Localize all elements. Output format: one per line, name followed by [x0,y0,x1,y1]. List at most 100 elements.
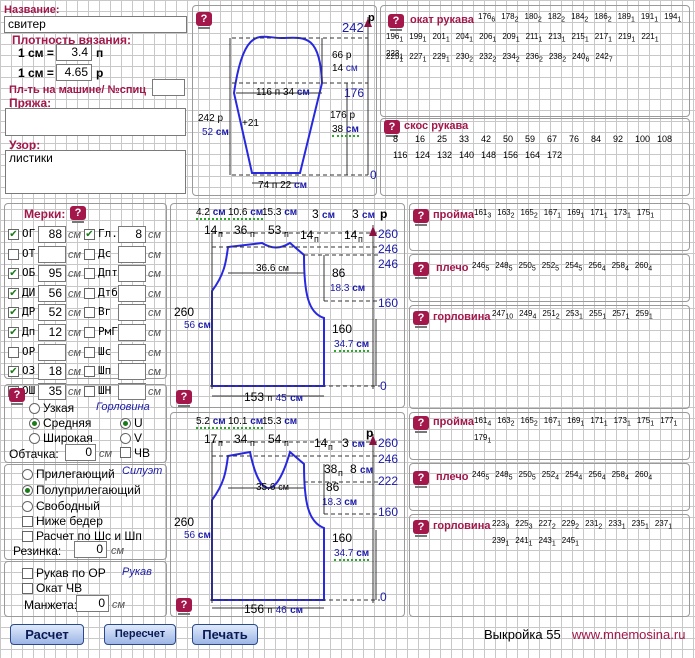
merki-right-input[interactable]: 8 [118,226,146,243]
back-t1-unit: см [322,210,335,221]
merki-right-input[interactable] [118,304,146,322]
seq-item: 2041 [456,30,473,47]
neck-narrow-radio[interactable] [29,403,40,414]
sil-loose-radio[interactable] [22,501,33,512]
row-density-input[interactable]: 4.65 [56,64,92,81]
name-input[interactable]: свитер [4,16,187,33]
merki-left-input[interactable] [38,245,66,263]
skos-help-icon[interactable]: ? [384,120,400,137]
seq-item: 2584 [612,259,629,276]
merki-left-checkbox[interactable]: ✔ [8,327,19,338]
back-proima-help-icon[interactable]: ? [413,209,429,226]
okat-chv-checkbox[interactable] [22,583,33,594]
front-w54-unit: п [284,438,289,448]
merki-left-input[interactable]: 88 [38,226,66,243]
cuff-input[interactable]: 0 [76,595,109,612]
neck-help-icon[interactable]: ? [9,388,25,405]
neck-mid-radio[interactable] [29,418,40,429]
back-help-icon[interactable]: ? [176,390,192,407]
merki-right-input[interactable] [118,245,146,263]
skos-value: 156 [503,150,519,160]
okat-help-icon[interactable]: ? [388,14,404,31]
merki-right-unit: см [148,248,162,261]
front-width-cm-unit: см [290,605,304,616]
seq-item: 2151 [572,30,589,47]
front-total-cm-value: 56 [184,530,196,541]
merki-right-input[interactable] [118,284,146,302]
recalc-button[interactable]: Пересчет [104,624,176,645]
back-gorl-title: горловина [433,311,491,323]
front-help-icon[interactable]: ? [176,598,192,615]
calc-shs-checkbox[interactable] [22,531,33,542]
site-link[interactable]: www.mnemosina.ru [572,627,686,642]
back-w36: 36 [234,223,248,237]
neck-u-radio[interactable] [120,418,131,429]
merki-help-icon[interactable]: ? [70,206,86,223]
merki-left-checkbox[interactable]: ✔ [8,287,19,299]
merki-right-checkbox[interactable] [84,346,95,358]
front-pleco-help-icon[interactable]: ? [413,471,429,488]
back-pleco-help-icon[interactable]: ? [413,262,429,279]
sleeve-diagram [229,17,372,184]
sleeve-or-checkbox[interactable] [22,568,33,579]
seq-count: 4 [555,474,560,482]
merki-right-checkbox[interactable] [84,248,95,260]
merki-right-checkbox[interactable] [84,327,95,338]
merki-left-checkbox[interactable]: ✔ [8,229,19,240]
merki-right-checkbox[interactable]: ✔ [84,229,95,240]
seq-item: 2505 [519,468,536,485]
merki-left-input[interactable]: 56 [38,284,66,302]
seq-count: 1 [422,56,427,64]
sleeve-help-icon[interactable]: ? [196,12,212,29]
merki-right-checkbox[interactable] [84,307,95,319]
neck-v-radio[interactable] [120,433,131,444]
chv-checkbox[interactable] [120,447,131,458]
merki-left-code: ОГ [22,227,36,240]
merki-right-input[interactable] [118,343,146,361]
seq-item: 2431 [539,534,556,551]
merki-left-checkbox[interactable]: ✔ [8,268,19,280]
seq-item: 2505 [519,259,536,276]
yarn-input[interactable] [5,108,186,136]
calc-button[interactable]: Расчет [10,624,84,645]
merki-left-checkbox[interactable] [8,248,19,260]
merki-left-input[interactable]: 95 [38,265,66,283]
merki-right-input[interactable] [118,363,146,381]
merki-right-checkbox[interactable] [84,385,95,397]
merki-left-checkbox[interactable]: ✔ [8,366,19,378]
seq-count: 3 [528,523,533,531]
merki-left-input[interactable]: 12 [38,324,66,341]
front-proima-help-icon[interactable]: ? [413,416,429,433]
machine-input[interactable] [152,79,185,96]
back-gorl-help-icon[interactable]: ? [413,311,429,328]
back-width-cm: 45 [275,393,287,404]
merki-right-checkbox[interactable] [84,268,95,280]
merki-right-input[interactable] [118,265,146,283]
front-r8-unit: см [360,465,373,476]
merki-left-input[interactable]: 35 [38,382,66,400]
merki-left-input[interactable]: 52 [38,304,66,322]
seq-value: 186 [594,12,608,21]
front-gorl-help-icon[interactable]: ? [413,520,429,537]
sil-semifit-radio[interactable] [22,485,33,496]
sleeve-total-cm-unit: см [215,127,229,138]
merki-left-input[interactable] [38,343,66,361]
neck-wide-radio[interactable] [29,433,40,444]
merki-right-input[interactable] [118,324,146,341]
stitch-density-input[interactable]: 3.4 [56,44,92,61]
merki-left-input[interactable]: 18 [38,363,66,381]
rezinka-input[interactable]: 0 [74,541,107,558]
pattern-input[interactable]: листики [5,150,186,194]
merki-left-checkbox[interactable]: ✔ [8,307,19,319]
seq-value: 246 [472,470,486,479]
obtachka-input[interactable]: 0 [65,444,96,461]
below-hips-checkbox[interactable] [22,516,33,527]
front-r38: 38 [324,462,338,476]
sil-fit-radio[interactable] [22,469,33,480]
merki-right-checkbox[interactable] [84,366,95,378]
print-button[interactable]: Печать [192,624,258,645]
merki-left-checkbox[interactable] [8,346,19,358]
merki-right-input[interactable] [118,382,146,400]
merki-right-checkbox[interactable] [84,287,95,299]
